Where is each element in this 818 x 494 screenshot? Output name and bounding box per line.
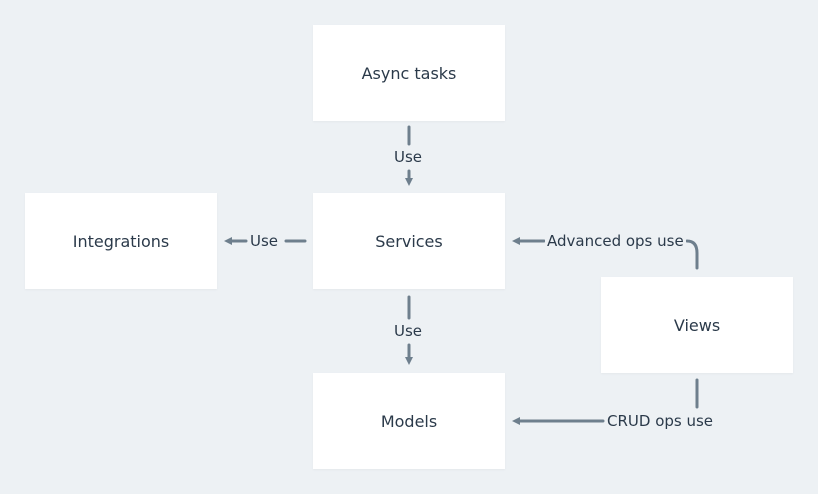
node-models: Models [313, 373, 505, 469]
node-async-tasks-label: Async tasks [361, 63, 457, 83]
edge-views-to-models [516, 378, 699, 421]
node-async-tasks: Async tasks [313, 25, 505, 121]
node-services: Services [313, 193, 505, 289]
node-views: Views [601, 277, 793, 373]
node-models-label: Models [380, 411, 438, 431]
edge-label-async-services: Use [392, 147, 425, 167]
edge-views-to-services [516, 241, 699, 270]
node-integrations: Integrations [25, 193, 217, 289]
edge-label-views-services: Advanced ops use [545, 231, 686, 251]
edge-label-services-models: Use [392, 321, 425, 341]
node-integrations-label: Integrations [72, 231, 170, 251]
node-services-label: Services [375, 231, 443, 251]
edge-label-views-models: CRUD ops use [605, 411, 716, 431]
node-views-label: Views [673, 315, 721, 335]
edge-label-services-integrations: Use [248, 231, 281, 251]
